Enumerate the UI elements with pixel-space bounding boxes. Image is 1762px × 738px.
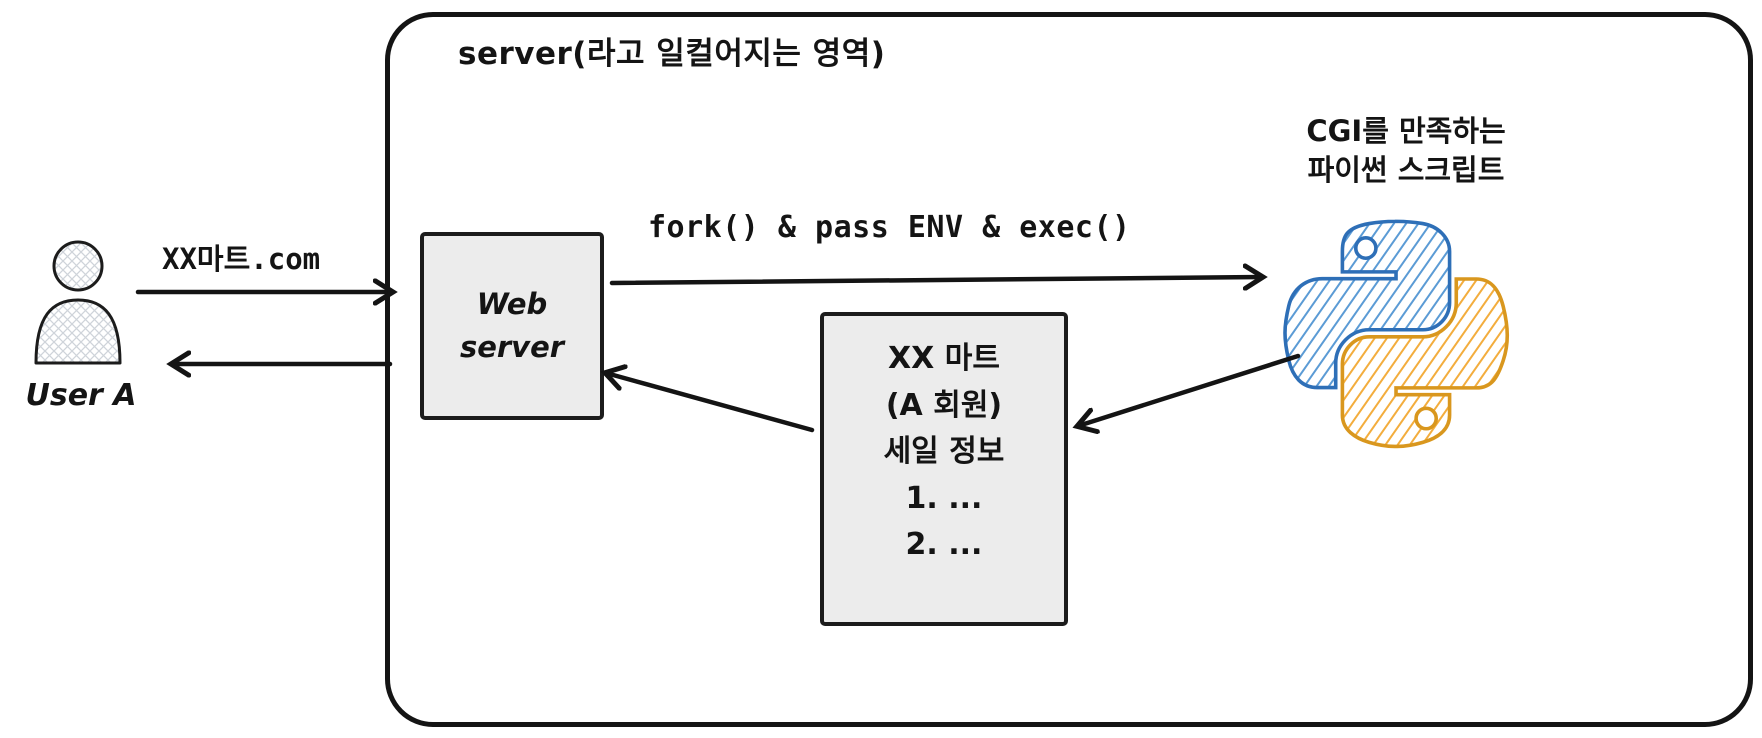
document-line: 2. ... (905, 527, 983, 562)
request-arrow-label: XX마트.com (162, 242, 321, 276)
document-line: 1. ... (905, 480, 983, 516)
python-script-caption-line2: 파이썬 스크립트 (1307, 153, 1505, 188)
user-label: User A (25, 378, 137, 413)
sale-info-document-box: XX 마트 (A 회원) 세일 정보 1. ... 2. ... (820, 312, 1068, 626)
web-server-box: Web server (420, 232, 604, 420)
server-region-box (385, 12, 1753, 727)
document-line: XX 마트 (888, 341, 1000, 376)
document-line: 세일 정보 (883, 434, 1005, 469)
python-script-caption-line1: CGI를 만족하는 (1306, 114, 1506, 148)
python-script-caption: CGI를 만족하는 파이썬 스크립트 (1256, 112, 1556, 190)
document-line: (A 회원) (885, 387, 1003, 423)
fork-exec-arrow-label: fork() & pass ENV & exec() (648, 210, 1131, 245)
web-server-label: Web server (459, 286, 565, 365)
server-region-title: server(라고 일컬어지는 영역) (458, 36, 886, 72)
user-icon (34, 240, 122, 365)
